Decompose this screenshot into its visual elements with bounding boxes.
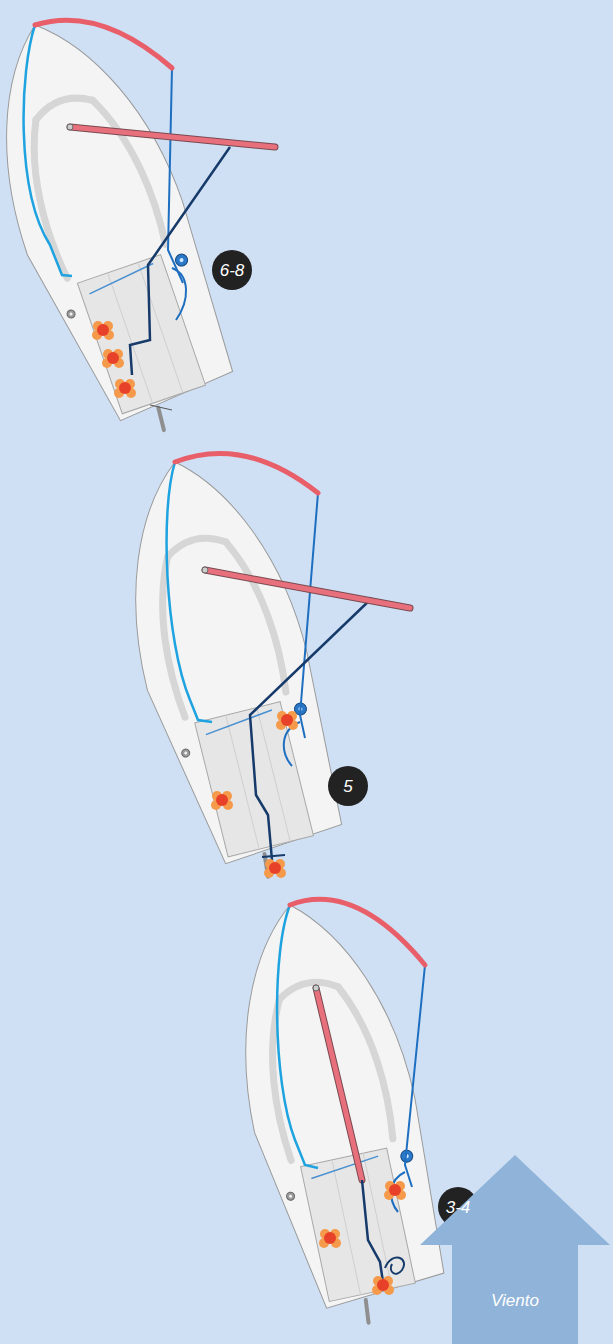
callout-number: 6-8 (220, 262, 245, 279)
callout-number: 5 (343, 778, 352, 795)
callout-number: 3-4 (446, 1199, 471, 1216)
wind-label: Viento (491, 1292, 539, 1309)
